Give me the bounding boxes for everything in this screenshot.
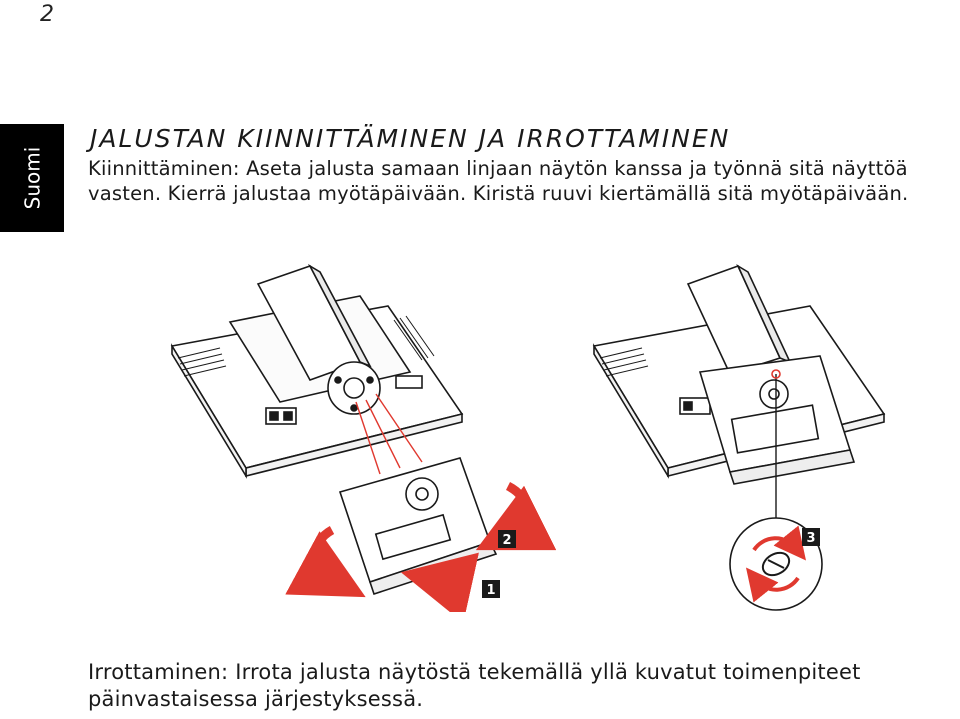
language-tab: Suomi <box>0 124 64 232</box>
rotate-arrow-right <box>475 481 557 551</box>
svg-text:1: 1 <box>486 583 495 598</box>
stand-neck-left <box>256 263 381 415</box>
page-number: 2 <box>40 2 54 27</box>
step-badge-2: 2 <box>498 530 516 548</box>
step-badge-1: 1 <box>482 580 500 598</box>
step-badge-3: 3 <box>802 528 820 546</box>
stand-base-right <box>698 355 856 485</box>
illustration-svg: 2 1 <box>170 263 886 623</box>
rotate-arrow-left <box>285 526 366 598</box>
stand-installation-illustration: 2 1 <box>160 262 890 623</box>
stand-base-left <box>338 457 498 596</box>
section-title: JALUSTAN KIINNITTÄMINEN JA IRROTTAMINEN <box>90 124 731 153</box>
language-tab-label: Suomi <box>20 146 44 210</box>
detach-instructions: Irrottaminen: Irrota jalusta näytöstä te… <box>88 660 861 711</box>
push-arrow <box>400 552 479 623</box>
screw-detail-zoom <box>729 517 823 611</box>
svg-text:2: 2 <box>502 533 511 548</box>
svg-text:3: 3 <box>806 531 815 546</box>
attach-instructions: Kiinnittäminen: Aseta jalusta samaan lin… <box>88 157 909 205</box>
